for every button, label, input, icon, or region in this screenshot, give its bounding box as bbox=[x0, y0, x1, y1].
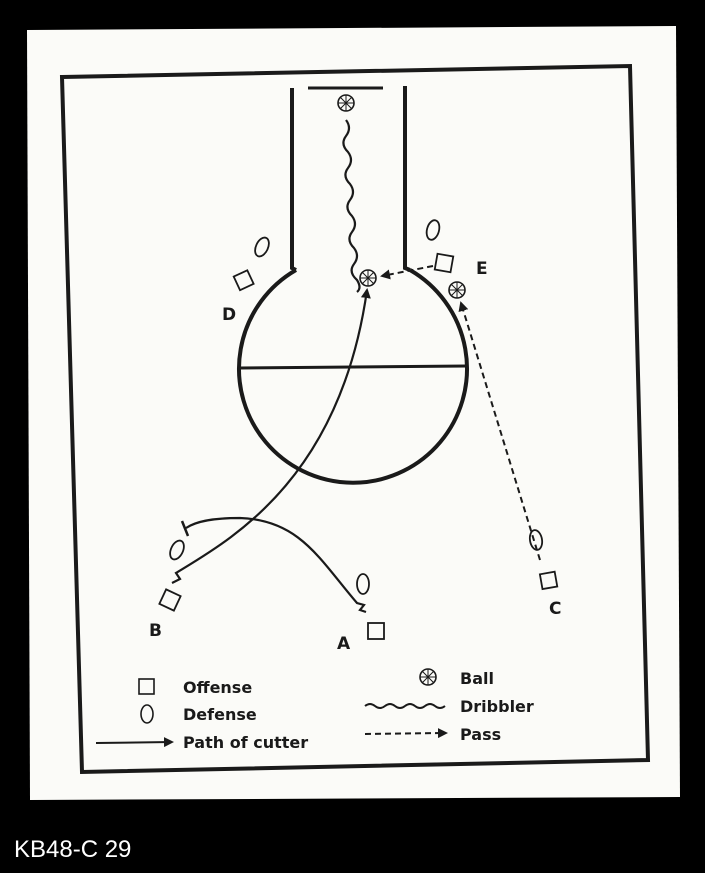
legend-pass: Pass bbox=[460, 725, 501, 744]
player-label-e: E bbox=[476, 259, 488, 279]
player-label-b: B bbox=[149, 621, 162, 641]
legend-offense: Offense bbox=[183, 678, 252, 697]
card bbox=[27, 26, 680, 800]
dribble-path bbox=[342, 119, 361, 293]
offense-square-icon bbox=[138, 678, 155, 695]
offense-e-square bbox=[433, 252, 455, 274]
image-caption: KB48-C 29 bbox=[14, 836, 132, 863]
legend-path-of-cutter: Path of cutter bbox=[183, 733, 308, 752]
pass-e-path bbox=[380, 265, 434, 280]
court-border bbox=[59, 63, 651, 775]
defense-e-ellipse bbox=[425, 219, 441, 241]
legend: Offense Defense Path of cutter Ball Drib… bbox=[95, 668, 534, 752]
defense-d-ellipse bbox=[254, 236, 270, 258]
cutter-arrow-icon bbox=[95, 737, 174, 748]
legend-ball: Ball bbox=[460, 669, 494, 688]
player-label-c: C bbox=[549, 599, 561, 619]
cutter-path-b bbox=[171, 288, 371, 584]
pass-arrow-icon bbox=[364, 728, 448, 739]
legend-dribbler: Dribbler bbox=[460, 697, 534, 716]
ball-icon bbox=[337, 94, 355, 112]
free-throw-line bbox=[239, 364, 468, 370]
dribble-squiggle-icon bbox=[364, 703, 446, 709]
free-throw-circle bbox=[237, 268, 469, 485]
screen-mark bbox=[180, 520, 190, 537]
defense-ellipse-icon bbox=[140, 704, 154, 724]
offense-b-square bbox=[158, 588, 182, 612]
legend-defense: Defense bbox=[183, 705, 257, 724]
defense-c-ellipse bbox=[528, 529, 544, 551]
ball-icon bbox=[448, 281, 466, 299]
ball-icon bbox=[359, 269, 377, 287]
player-label-a: A bbox=[337, 634, 351, 654]
ball-icon bbox=[419, 668, 437, 686]
offense-d-square bbox=[232, 269, 255, 292]
pass-c-path bbox=[458, 301, 541, 561]
defense-a-ellipse bbox=[356, 573, 370, 595]
cutter-path-a bbox=[185, 516, 367, 614]
player-label-d: D bbox=[222, 305, 236, 325]
defense-b-ellipse bbox=[169, 539, 185, 561]
key-area bbox=[237, 86, 469, 485]
offense-c-square bbox=[538, 570, 559, 591]
offense-a-square bbox=[367, 622, 385, 640]
